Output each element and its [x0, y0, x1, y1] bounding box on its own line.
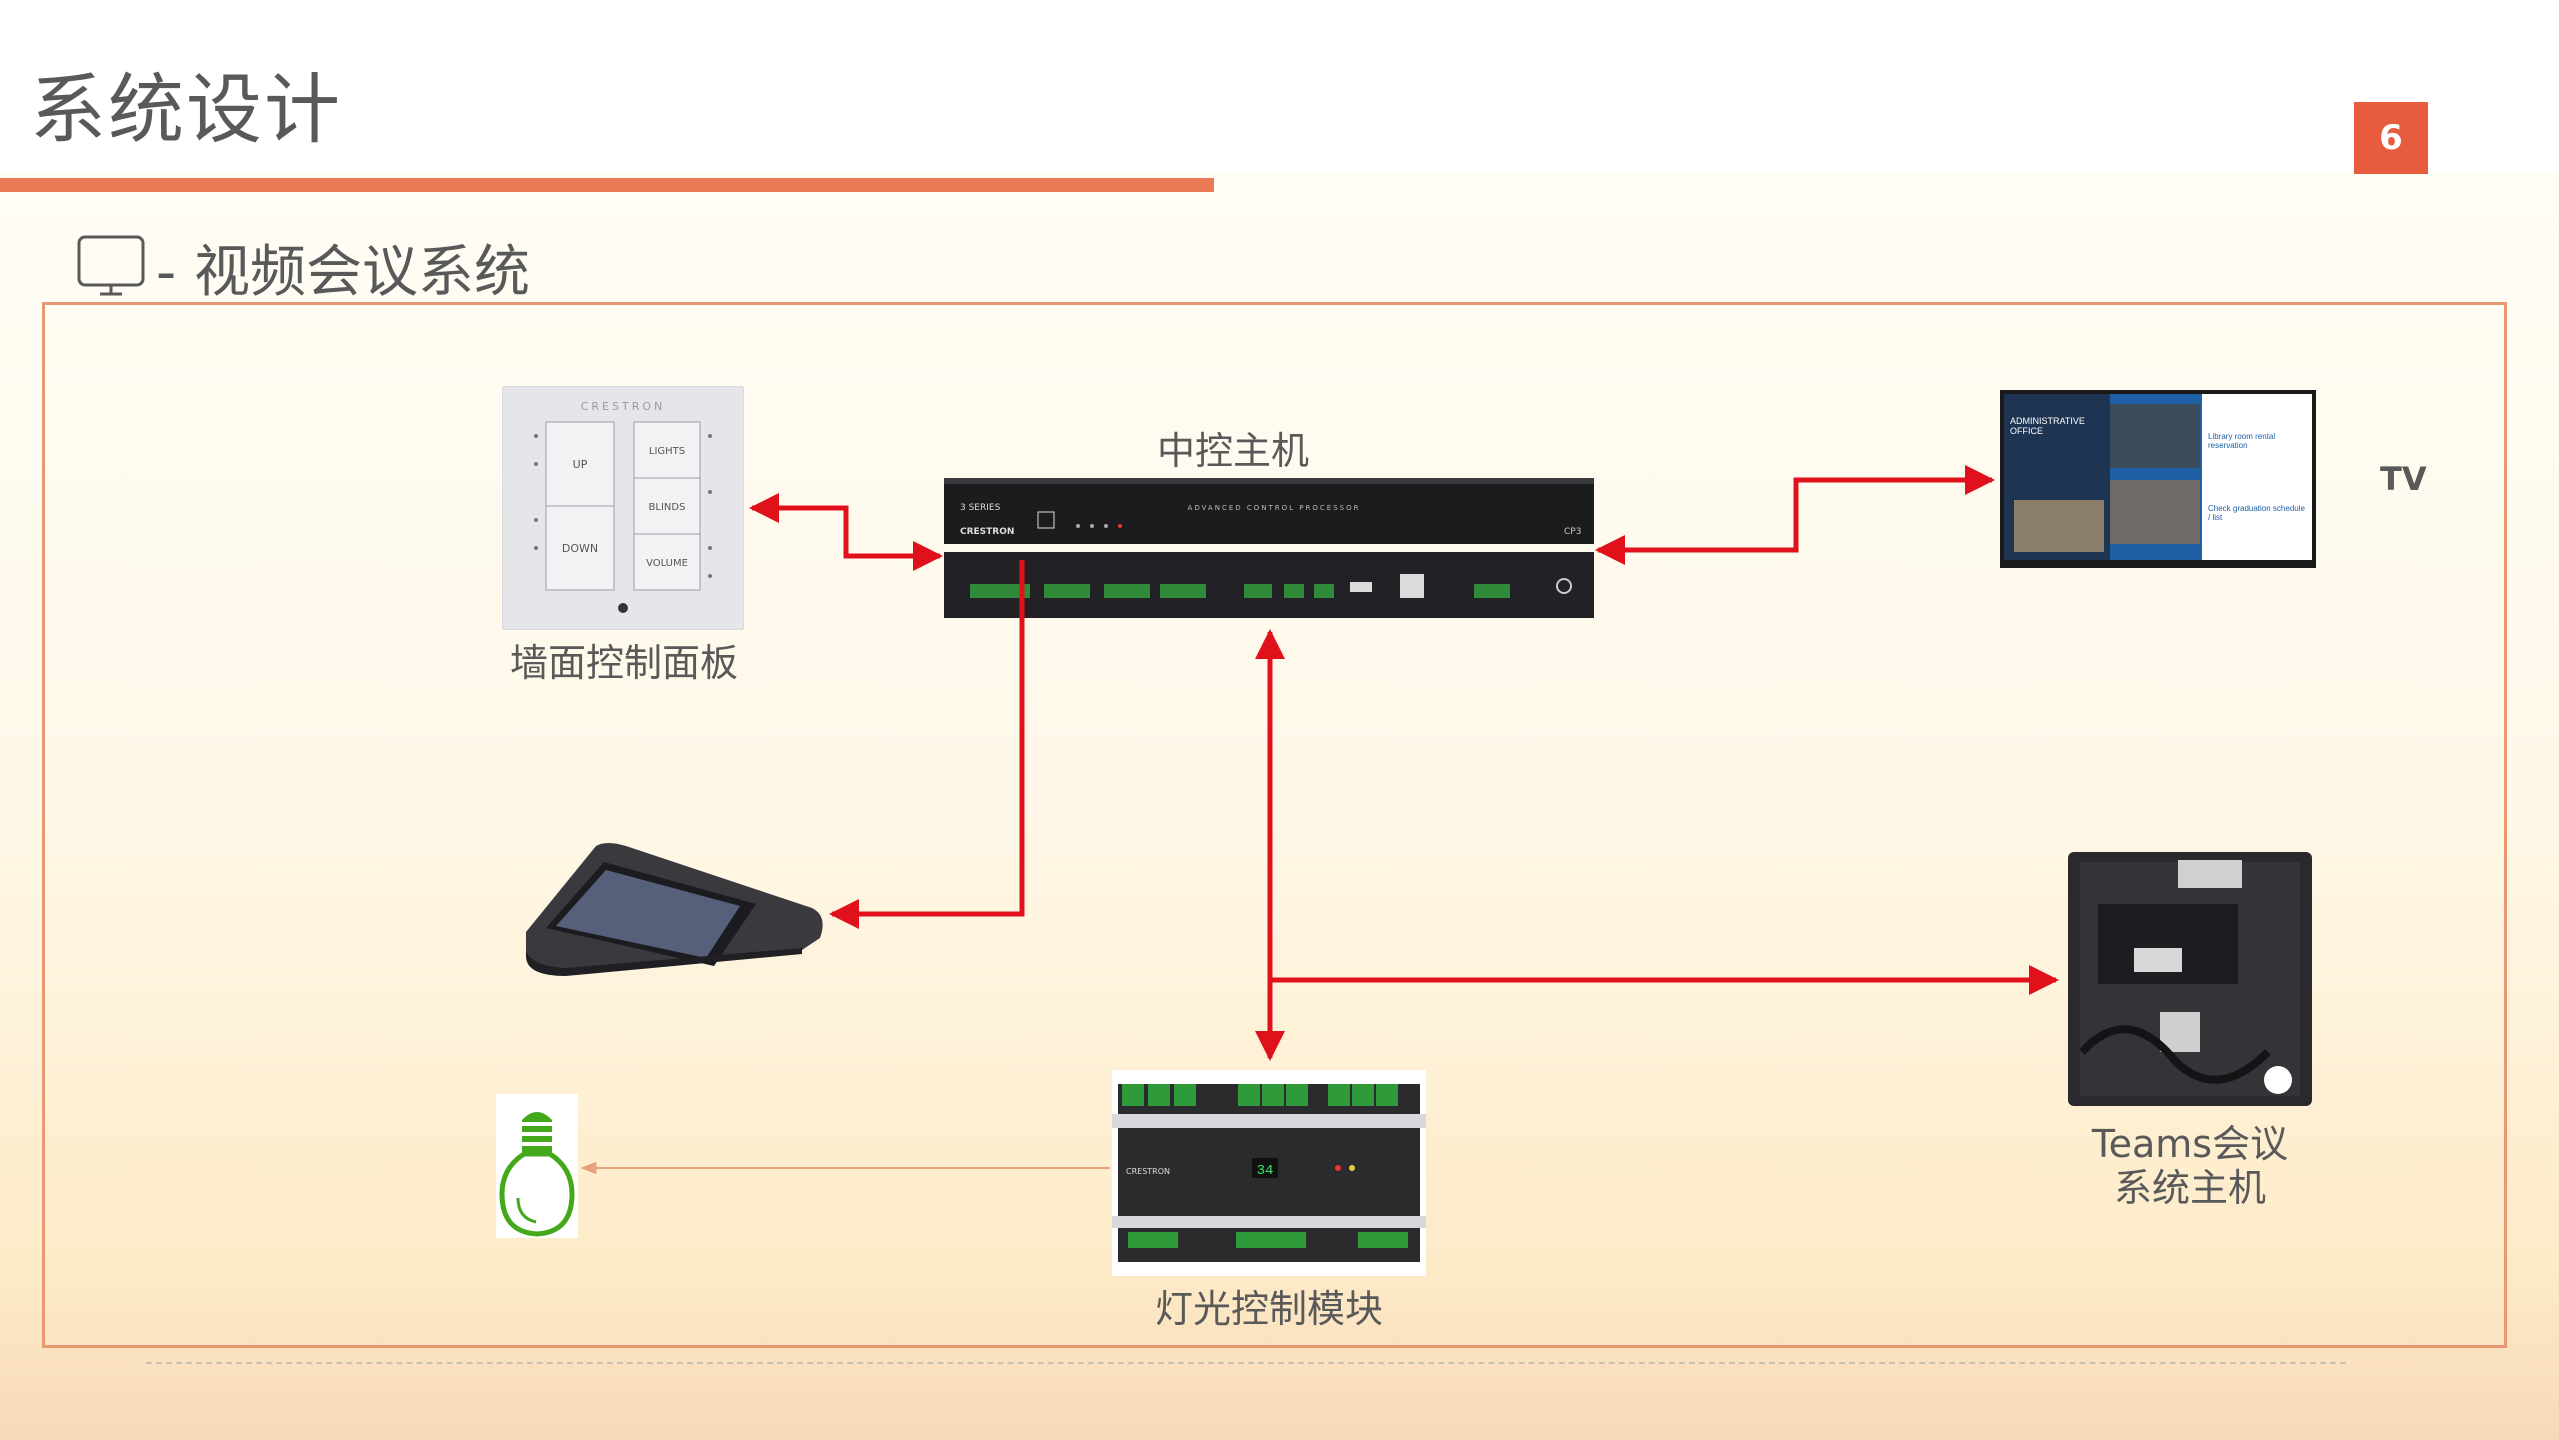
wall-panel-device: CRESTRON UP DOWN LIGHTS BLINDS VOLUME	[501, 385, 745, 631]
teams-label-line-2: 系统主机	[2113, 1166, 2266, 1210]
panel-button-blinds: BLINDS	[649, 502, 686, 513]
lighting-module-device: CRESTRON 34	[1112, 1070, 1426, 1276]
tv-device: ADMINISTRATIVE OFFICE Library room renta…	[2000, 390, 2316, 568]
diagram-frame	[42, 302, 2507, 1348]
panel-button-up: UP	[573, 458, 588, 471]
teams-label: Teams会议 系统主机	[2070, 1122, 2310, 1210]
section-heading: - 视频会议系统	[76, 232, 530, 305]
tabletop-touch-panel-icon	[526, 842, 826, 978]
edge-controller-wall-panel	[749, 493, 943, 571]
controller-device: 3 SERIES CRESTRON ADVANCED CONTROL PROCE…	[944, 478, 1594, 618]
edge-controller-tv	[1595, 465, 1995, 565]
tv-label: TV	[2380, 460, 2427, 498]
tv-screen-item-2: Check graduation schedule / list	[2208, 504, 2305, 522]
controller-front-text: ADVANCED CONTROL PROCESSOR	[1188, 504, 1361, 512]
controller-label: 中控主机	[1156, 429, 1309, 473]
slide-title: 系统设计	[30, 65, 342, 154]
panel-button-lights: LIGHTS	[649, 446, 685, 457]
tv-screen-item-1: Library room rental reservation	[2208, 432, 2276, 450]
edge-controller-touch-panel	[829, 560, 1025, 929]
teams-host-device	[2068, 852, 2312, 1106]
wall-panel-label: 墙面控制面板	[509, 641, 738, 685]
section-title: - 视频会议系统	[156, 239, 531, 305]
light-bulb-icon	[496, 1094, 578, 1238]
monitor-icon	[77, 235, 145, 296]
controller-series: 3 SERIES	[960, 503, 1001, 513]
lighting-module-display: 34	[1257, 1163, 1274, 1179]
title-accent-bar	[0, 178, 1214, 192]
panel-button-volume: VOLUME	[646, 558, 688, 569]
controller-model: CP3	[1564, 527, 1581, 537]
teams-label-line-1: Teams会议	[2091, 1122, 2289, 1166]
page-number-badge: 6	[2354, 102, 2428, 174]
panel-button-down: DOWN	[562, 542, 598, 555]
lighting-module-label: 灯光控制模块	[1154, 1287, 1383, 1331]
footer-divider	[146, 1362, 2346, 1364]
wall-panel-brand: CRESTRON	[581, 400, 666, 413]
controller-brand: CRESTRON	[960, 527, 1014, 537]
lighting-module-brand: CRESTRON	[1126, 1167, 1170, 1176]
tv-screen-heading: ADMINISTRATIVE OFFICE	[2010, 416, 2085, 436]
